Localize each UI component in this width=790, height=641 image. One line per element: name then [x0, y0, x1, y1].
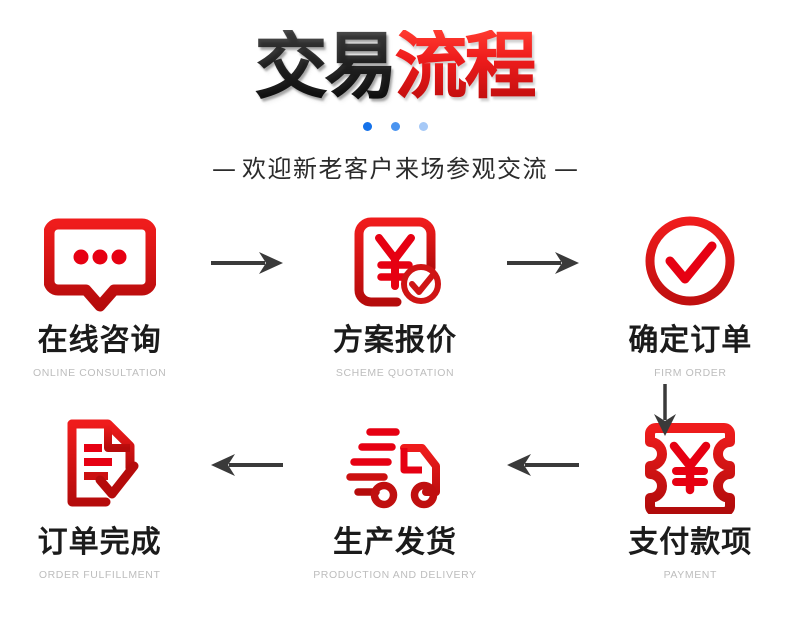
subtitle-text: 欢迎新老客户来场参观交流 [242, 155, 548, 183]
page-title-red-part: 流程 [394, 24, 537, 108]
flow-step-order-fulfillment[interactable]: 订单完成 ORDER FULFILLMENT [0, 416, 199, 581]
flow-step-label: 确定订单 [628, 323, 753, 358]
flow-step-sublabel: SCHEME QUOTATION [335, 367, 455, 379]
dot-light-blue-icon [418, 122, 428, 131]
flow-step-sublabel: PAYMENT [663, 569, 718, 581]
flow-step-label: 生产发货 [332, 525, 457, 560]
subtitle: —欢迎新老客户来场参观交流— [0, 149, 790, 184]
flow-step-firm-order[interactable]: 确定订单 FIRM ORDER [591, 214, 790, 379]
subtitle-dash-right: — [554, 155, 578, 183]
arrow-left-2-icon [495, 416, 591, 514]
flow-step-production-and-delivery[interactable]: 生产发货 PRODUCTION AND DELIVERY [295, 416, 494, 581]
flow-row-top: 在线咨询 ONLINE CONSULTATION [0, 214, 790, 394]
flow-step-scheme-quotation[interactable]: 方案报价 SCHEME QUOTATION [295, 214, 494, 379]
flow-step-sublabel: FIRM ORDER [654, 367, 727, 379]
quotation-yen-check-icon [345, 214, 445, 312]
arrow-right-2-icon [495, 214, 591, 312]
flow-step-label: 支付款项 [628, 525, 753, 560]
subtitle-dash-left: — [212, 155, 236, 183]
flow-step-label: 方案报价 [332, 323, 457, 358]
header: 交易 流程 —欢迎新老客户来场参观交流— [0, 0, 790, 184]
document-check-icon [50, 416, 150, 514]
flow-step-sublabel: ORDER FULFILLMENT [38, 569, 161, 581]
flow-step-sublabel: ONLINE CONSULTATION [32, 367, 167, 379]
circle-check-icon [640, 214, 740, 312]
chat-bubble-dots-icon [43, 214, 156, 312]
arrow-right-1-icon [199, 214, 295, 312]
flow-step-label: 订单完成 [37, 525, 162, 560]
flow-step-online-consultation[interactable]: 在线咨询 ONLINE CONSULTATION [0, 214, 199, 379]
page-title-dark-part: 交易 [254, 24, 397, 108]
flow-diagram: 在线咨询 ONLINE CONSULTATION [0, 214, 790, 596]
flow-step-payment[interactable]: 支付款项 PAYMENT [591, 416, 790, 581]
payment-ticket-yen-icon [634, 416, 746, 514]
arrow-left-1-icon [199, 416, 295, 514]
delivery-truck-icon [340, 416, 450, 514]
flow-step-sublabel: PRODUCTION AND DELIVERY [313, 569, 477, 581]
flow-row-bottom: 订单完成 ORDER FULFILLMENT [0, 416, 790, 596]
dot-medium-blue-icon [390, 122, 400, 131]
flow-step-label: 在线咨询 [37, 323, 162, 358]
arrow-down-container [0, 384, 790, 436]
dot-dark-blue-icon [362, 122, 372, 131]
page-title: 交易 流程 [0, 30, 790, 108]
decorative-dots [0, 122, 790, 132]
